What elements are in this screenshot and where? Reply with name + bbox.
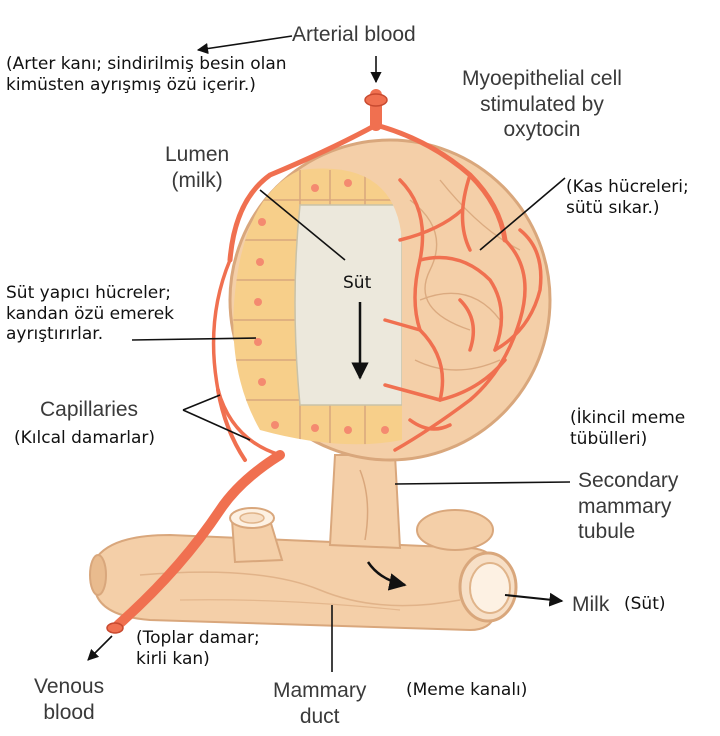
venous-blood-label: Venous blood: [34, 675, 105, 724]
milk-label: Milk: [572, 593, 610, 616]
lumen-label: Lumen (milk): [165, 143, 230, 192]
mammary-duct-translation: (Meme kanalı): [406, 680, 528, 700]
duct-branch-left: [229, 507, 284, 564]
mammary-duct-label: Mammary duct: [273, 679, 367, 728]
annotation-arrows: [87, 35, 571, 672]
secondary-tubule-translation: (İkincil meme tübülleri): [570, 408, 686, 449]
arterial-blood-translation: (Arter kanı; sindirilmiş besin olan kimü…: [6, 54, 287, 95]
arterial-blood-label: Arterial blood: [292, 23, 416, 46]
duct-branch-right: [416, 509, 494, 551]
alveolus: [228, 138, 552, 462]
milk-translation: (Süt): [624, 594, 666, 614]
venous-vessel: [106, 388, 285, 634]
myoepithelial-cell-translation: (Kas hücreleri; sütü sıkar.): [566, 177, 689, 218]
duct-cut-end: [458, 551, 518, 623]
lumen-translation: Süt: [343, 273, 372, 293]
secretory-cells-translation: Süt yapıcı hücreler; kandan özü emerek a…: [6, 283, 175, 345]
secondary-tubule-label: Secondary mammary tubule: [578, 469, 679, 544]
capillaries-label: Capillaries: [40, 398, 139, 421]
mammary-duct-shape: [89, 533, 502, 632]
myoepithelial-cell-label: Myoepithelial cell stimulated by oxytoci…: [462, 67, 622, 142]
venous-blood-translation: (Toplar damar; kirli kan): [136, 628, 260, 669]
capillaries-translation: (Kılcal damarlar): [14, 428, 156, 448]
secondary-tubule-shape: [328, 454, 402, 550]
